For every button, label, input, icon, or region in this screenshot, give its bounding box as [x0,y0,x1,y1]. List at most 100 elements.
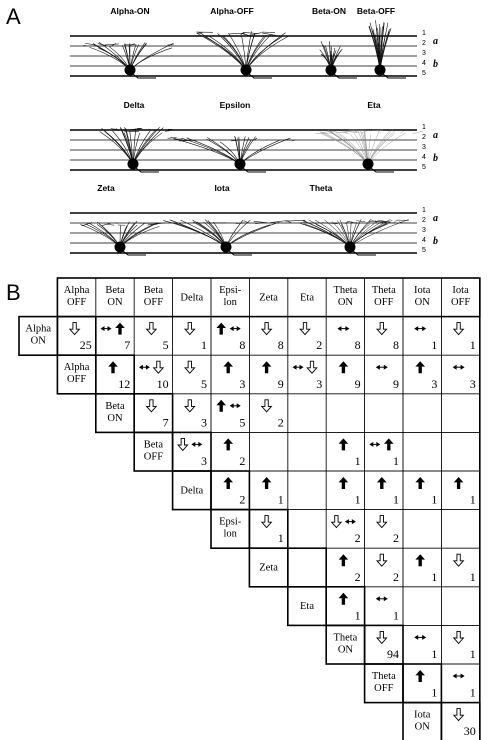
cell-count: 10 [157,377,169,391]
soma-dot [114,241,126,253]
arbor-segment [255,222,264,224]
matrix-cell: 9 [261,361,284,391]
bidirectional-arrow-icon [452,673,465,679]
layer-number: 2 [422,40,426,47]
up-arrow-icon [338,592,349,605]
up-arrow-icon [115,322,125,335]
diagonal-cell-border [402,663,443,704]
cell-count: 1 [470,338,476,352]
up-arrow-icon [223,438,233,451]
arrow-head-right [383,596,388,602]
column-header-label: lon [223,297,237,308]
neuron-drawing [80,220,166,256]
cell-count: 2 [355,570,361,584]
matrix-cell: 2 [299,322,322,352]
down-arrow-icon [260,399,273,413]
arbor-segment [320,130,338,133]
bidirectional-arrow-icon [375,364,388,370]
matrix-cell: 1 [452,553,476,584]
bidirectional-arrow-icon [337,326,350,332]
arbor-segment [97,43,108,47]
arbor-segment [115,222,118,224]
matrix-cell-border [402,393,442,433]
layer-number: 1 [422,207,426,214]
matrix-cell: 3 [452,364,476,391]
soma-dot [325,64,337,76]
cell-count: 8 [239,338,245,352]
arbor-segment [261,32,276,36]
matrix-cell: 1 [415,670,437,700]
arbor-segment [85,43,96,46]
cell-count: 25 [80,338,92,352]
bidirectional-arrow-icon [229,403,241,409]
row-header-label: Iota [414,710,431,721]
soma-dot [240,64,252,76]
cell-count: 1 [355,608,361,622]
cell-count: 8 [355,338,361,352]
arrow-head-right [383,364,388,370]
up-arrow-icon [415,477,425,489]
dendrite-branch [132,132,163,165]
down-arrow-icon [152,360,165,374]
layer-number: 1 [422,124,426,131]
up-arrow-icon [261,477,272,489]
arrow-head-right [376,441,381,447]
down-arrow-icon [299,322,311,336]
cell-count: 7 [163,415,169,429]
matrix-cell: 5 [145,322,169,352]
arrow-head-right [422,634,427,640]
cell-count: 1 [201,338,207,352]
dendrite-branch [225,224,271,248]
sublamina-a-label: a [433,130,438,141]
column-header-label: ON [415,297,431,308]
sublamina-a-label: a [433,213,438,224]
row-header-label: Eta [300,601,314,612]
arbor-segment [115,128,120,132]
cell-count: 5 [163,338,169,352]
row-header-label: Alpha [25,324,51,335]
axon-line [370,167,394,173]
cell-type-title: Theta [310,183,333,193]
arbor-segment [243,220,250,224]
down-arrow-icon [375,322,388,336]
arrow-head-right [236,326,241,332]
down-arrow-icon [176,437,189,452]
column-header-label: ON [107,297,123,308]
arbor-segment [353,130,358,132]
axon-line [132,73,156,79]
matrix-cell: 1 [414,326,437,352]
matrix-cell: 3 [176,437,207,468]
row-header-border [286,585,327,627]
matrix-cell: 2 [375,515,399,545]
dendrite-branch [322,131,369,165]
diagonal-cell-border [171,431,212,472]
layer-number: 5 [422,164,426,171]
row-header-label: Theta [333,632,357,643]
diagonal-cell-border [56,315,97,357]
arbor-segment [346,220,359,224]
arbor-segment [345,221,349,224]
up-arrow-icon [415,670,425,682]
column-header-label: Theta [333,285,357,296]
arbor-segment [167,137,177,139]
neuron-drawing [285,218,409,256]
arrow-head-left [229,403,234,409]
cell-count: 1 [278,493,284,507]
neuron-drawing [83,42,174,79]
cell-count: 1 [470,686,476,700]
matrix-cell: 2 [330,515,361,545]
up-arrow-icon [223,361,233,374]
cell-type-title: Alpha-OFF [210,6,253,16]
soma-dot [127,158,139,170]
neuron-drawing [99,126,173,173]
matrix-cell: 1 [414,634,437,661]
cell-type-title: Beta-ON [312,6,346,16]
row-header-label: ON [415,722,431,733]
